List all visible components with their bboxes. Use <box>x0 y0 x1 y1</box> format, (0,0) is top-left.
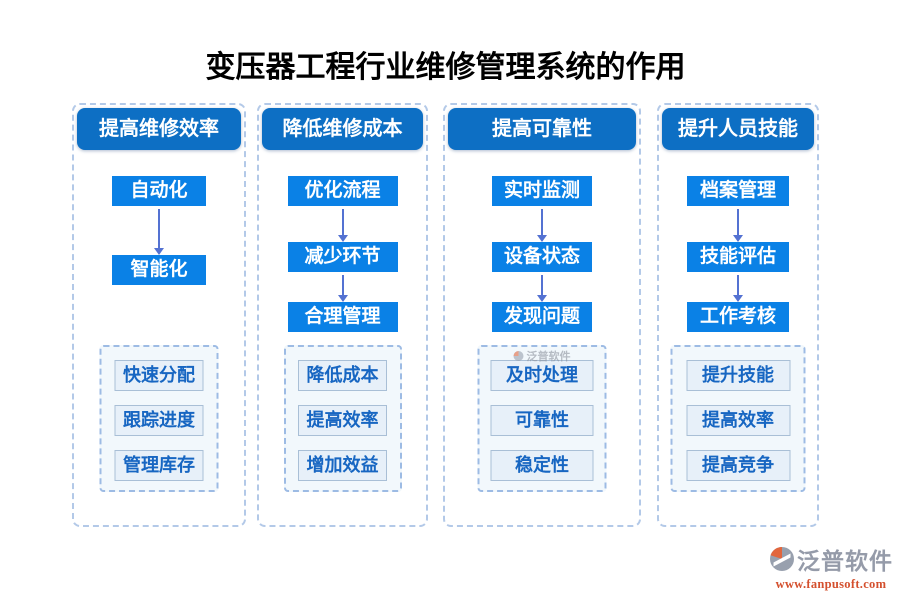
column-header: 降低维修成本 <box>262 108 423 150</box>
flow-node: 智能化 <box>112 255 206 285</box>
column-improve-efficiency: 提高维修效率 自动化 智能化 快速分配 跟踪进度 管理库存 <box>72 103 246 527</box>
benefits-panel: 快速分配 跟踪进度 管理库存 <box>99 345 219 492</box>
benefits-panel: 提升技能 提高效率 提高竞争 <box>670 345 806 492</box>
flow-node: 自动化 <box>112 176 206 206</box>
column-reduce-cost: 降低维修成本 优化流程 减少环节 合理管理 降低成本 提高效率 增加效益 <box>257 103 428 527</box>
benefit-item: 增加效益 <box>298 450 387 481</box>
fanpu-logo-icon <box>770 547 794 571</box>
flow-node: 发现问题 <box>492 302 592 332</box>
benefit-item: 提升技能 <box>686 360 790 391</box>
benefits-panel: 降低成本 提高效率 增加效益 <box>283 345 402 492</box>
flow-node: 工作考核 <box>687 302 789 332</box>
column-improve-reliability: 提高可靠性 实时监测 设备状态 发现问题 泛普软件 及时处理 可靠性 稳定性 <box>443 103 641 527</box>
benefit-item: 及时处理 <box>490 360 594 391</box>
benefit-item: 跟踪进度 <box>114 405 204 436</box>
benefits-panel: 泛普软件 及时处理 可靠性 稳定性 <box>477 345 607 492</box>
arrow-down-icon <box>733 275 743 302</box>
flow-node: 实时监测 <box>492 176 592 206</box>
benefit-item: 快速分配 <box>114 360 204 391</box>
brand-name: 泛普软件 <box>797 548 893 574</box>
benefit-item: 提高竞争 <box>686 450 790 481</box>
brand-url: www.fanpusoft.com <box>775 577 887 591</box>
benefit-item: 提高效率 <box>298 405 387 436</box>
column-header: 提高可靠性 <box>448 108 636 150</box>
columns-row: 提高维修效率 自动化 智能化 快速分配 跟踪进度 管理库存 降低维修成本 优化流… <box>72 103 819 527</box>
flow-node: 技能评估 <box>687 242 789 272</box>
arrow-down-icon <box>337 275 348 302</box>
benefit-item: 稳定性 <box>490 450 594 481</box>
benefit-item: 降低成本 <box>298 360 387 391</box>
benefit-item: 可靠性 <box>490 405 594 436</box>
arrow-down-icon <box>337 209 348 242</box>
arrow-down-icon <box>733 209 743 242</box>
flow-node: 减少环节 <box>287 242 398 272</box>
arrow-down-icon <box>154 209 164 255</box>
column-header: 提升人员技能 <box>662 108 814 150</box>
diagram-title: 变压器工程行业维修管理系统的作用 <box>205 51 686 84</box>
benefit-item: 提高效率 <box>686 405 790 436</box>
flow-node: 优化流程 <box>287 176 398 206</box>
arrow-down-icon <box>537 209 547 242</box>
flow-node: 设备状态 <box>492 242 592 272</box>
brand-footer: 泛普软件 www.fanpusoft.com <box>769 542 893 592</box>
column-improve-skills: 提升人员技能 档案管理 技能评估 工作考核 提升技能 提高效率 提高竞争 <box>657 103 819 527</box>
benefit-item: 管理库存 <box>114 450 204 481</box>
column-header: 提高维修效率 <box>77 108 241 150</box>
flow-node: 档案管理 <box>687 176 789 206</box>
arrow-down-icon <box>537 275 547 302</box>
flow-node: 合理管理 <box>287 302 398 332</box>
